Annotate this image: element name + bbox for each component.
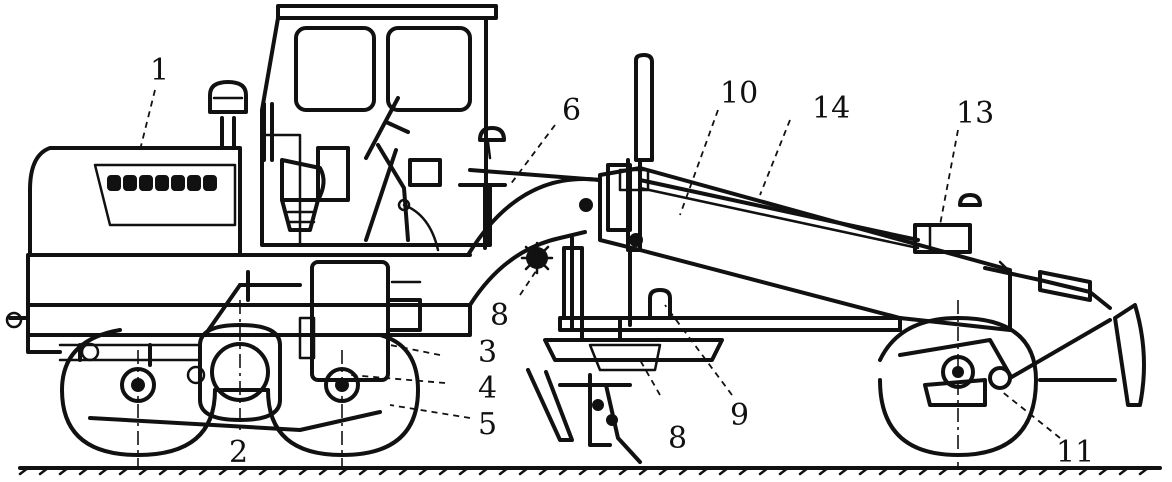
callout-11: 11	[1056, 435, 1094, 470]
lift-cylinders	[562, 223, 972, 332]
steering-wheel	[364, 96, 410, 242]
callout-9: 9	[730, 398, 749, 433]
turntable	[543, 288, 902, 372]
callout-13: 13	[956, 96, 994, 131]
callout-5: 5	[478, 407, 497, 442]
rear-wheels	[60, 328, 420, 470]
air-intake	[208, 80, 248, 150]
callout-14: 14	[812, 91, 850, 126]
control-levers	[364, 148, 442, 252]
callout-labels: 1 2 3 4 5 6 8 8 9 10 11 13 14	[150, 53, 1094, 470]
callout-8-lower: 8	[668, 421, 687, 456]
ground	[18, 466, 1162, 476]
cab	[260, 4, 498, 252]
leader-lines	[139, 89, 1061, 439]
front-wheel	[878, 300, 1117, 470]
callout-8-upper: 8	[490, 298, 509, 333]
callout-3: 3	[478, 335, 497, 370]
hydraulic-star	[520, 241, 554, 275]
main-frame-arch	[458, 177, 602, 307]
callout-2: 2	[229, 435, 248, 470]
tandem-drive	[78, 300, 282, 430]
callout-4: 4	[478, 371, 497, 406]
transmission	[203, 260, 422, 382]
operator-seat	[280, 146, 350, 232]
front-blade	[983, 260, 1146, 407]
scarifier	[526, 368, 642, 464]
callout-10: 10	[720, 76, 758, 111]
lift-column	[579, 53, 654, 327]
engine-hood	[28, 80, 248, 257]
callout-1: 1	[150, 53, 169, 88]
hood-grille	[107, 175, 217, 191]
callout-6: 6	[562, 93, 581, 128]
front-headlights	[478, 126, 982, 207]
